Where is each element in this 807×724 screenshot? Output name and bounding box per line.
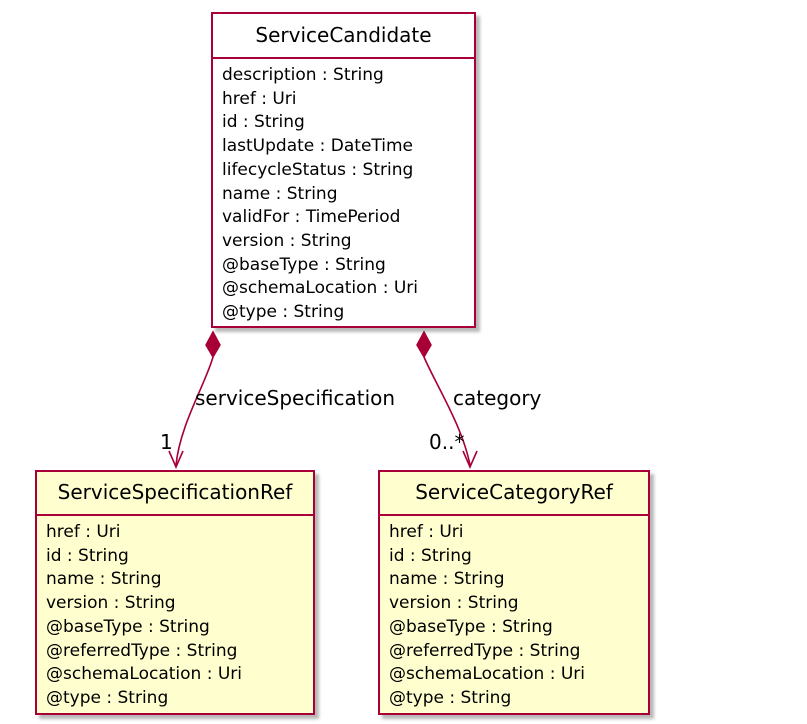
role-label-service-specification: serviceSpecification	[195, 386, 396, 410]
composition-diamond	[205, 330, 221, 359]
specification-association	[168, 330, 221, 469]
attribute: @schemaLocation : Uri	[389, 664, 586, 685]
attribute: id : String	[222, 112, 305, 133]
attribute: @schemaLocation : Uri	[46, 664, 243, 685]
attribute: href : Uri	[46, 522, 121, 542]
class-service-candidate: ServiceCandidate description : String hr…	[211, 12, 476, 328]
attribute: lastUpdate : DateTime	[222, 136, 414, 157]
role-label-category: category	[453, 386, 542, 410]
attribute: lifecycleStatus : String	[222, 159, 414, 180]
attribute: name : String	[389, 569, 505, 590]
attribute-list: description : String href : Uri id : Str…	[213, 59, 474, 325]
attribute: @type : String	[389, 687, 512, 708]
attribute: @type : String	[46, 687, 169, 708]
attribute: name : String	[46, 569, 162, 590]
composition-diamond	[416, 330, 432, 359]
attribute: @referredType : String	[389, 640, 581, 661]
attribute: href : Uri	[222, 88, 297, 109]
attribute: description : String	[222, 65, 384, 85]
attribute-list: href : Uri id : String name : String ver…	[380, 516, 648, 711]
multiplicity-label-specification: 1	[160, 430, 173, 454]
arrowhead	[168, 450, 184, 469]
class-name: ServiceCandidate	[213, 14, 474, 59]
class-service-specification-ref: ServiceSpecificationRef href : Uri id : …	[35, 470, 315, 715]
attribute: id : String	[46, 545, 129, 566]
class-name: ServiceCategoryRef	[380, 472, 648, 516]
attribute: version : String	[46, 593, 176, 614]
multiplicity-label-category: 0..*	[429, 430, 465, 454]
attribute: @baseType : String	[389, 616, 553, 637]
association-line	[175, 356, 214, 466]
attribute: @schemaLocation : Uri	[222, 278, 419, 299]
attribute: @referredType : String	[46, 640, 238, 661]
attribute: version : String	[222, 230, 352, 251]
attribute: @type : String	[222, 302, 345, 323]
category-association	[416, 330, 478, 469]
attribute: version : String	[389, 593, 519, 614]
attribute: href : Uri	[389, 522, 464, 542]
association-line	[423, 356, 471, 466]
attribute-list: href : Uri id : String name : String ver…	[37, 516, 313, 711]
class-service-category-ref: ServiceCategoryRef href : Uri id : Strin…	[378, 470, 650, 715]
attribute: id : String	[389, 545, 472, 566]
attribute: @baseType : String	[46, 616, 210, 637]
attribute: name : String	[222, 183, 338, 204]
attribute: validFor : TimePeriod	[222, 207, 401, 228]
class-name: ServiceSpecificationRef	[37, 472, 313, 516]
attribute: @baseType : String	[222, 254, 386, 275]
arrowhead	[462, 450, 478, 469]
